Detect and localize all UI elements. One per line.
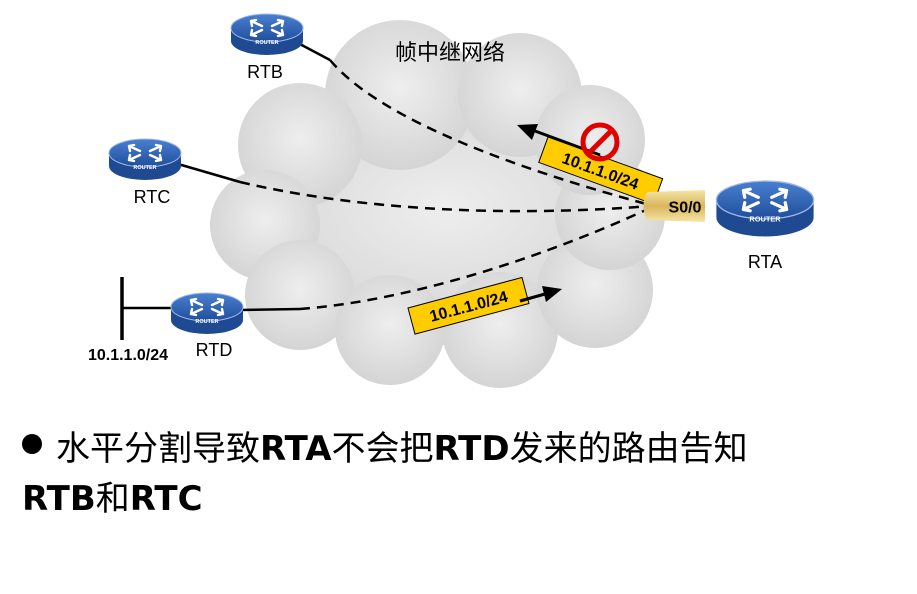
bullet-point: 水平分割导致RTA不会把RTD发来的路由告知 RTB和RTC (22, 424, 902, 524)
rta-label: RTA (748, 252, 782, 272)
rtd-label: RTD (196, 340, 233, 360)
router-icon-text: ROUTER (195, 319, 218, 325)
solid-links (122, 40, 331, 312)
router-icon-text: ROUTER (255, 40, 278, 46)
bullet-icon (22, 434, 42, 454)
bullet-text-rtd: RTD (433, 429, 510, 469)
pvc-rtb (329, 59, 651, 207)
bullet-text-3: 不会把 (331, 429, 434, 469)
interface-label: S0/0 (669, 200, 702, 217)
router-rta-icon[interactable]: ROUTER (715, 180, 815, 237)
router-icon-text: ROUTER (749, 215, 781, 224)
bullet-text-rtc: RTC (129, 479, 203, 519)
pvc-rtd (299, 206, 651, 311)
bullet-text-5: 发来的路由告知 (509, 429, 748, 469)
bullet-text-1: 水平分割导致 (56, 429, 260, 469)
router-rtd-icon[interactable]: ROUTER (170, 292, 244, 334)
router-rtc-icon[interactable]: ROUTER (108, 138, 182, 180)
cloud-label: 帧中继网络 (395, 41, 505, 66)
pvc-rtc (239, 180, 651, 213)
incoming-arrow (519, 286, 562, 303)
router-rtb-icon[interactable]: ROUTER (230, 13, 304, 55)
bullet-text-7: 和 (95, 479, 130, 519)
virtual-circuits (239, 59, 651, 311)
rtc-label: RTC (134, 187, 171, 207)
bullet-text-rta: RTA (260, 429, 332, 469)
network-label: 10.1.1.0/24 (88, 347, 168, 364)
prohibited-icon (580, 122, 620, 162)
interface-s0-0: S0/0 (643, 190, 705, 222)
bullet-text-rtb: RTB (22, 479, 96, 519)
router-icon-text: ROUTER (133, 165, 156, 171)
rtb-label: RTB (247, 62, 283, 82)
